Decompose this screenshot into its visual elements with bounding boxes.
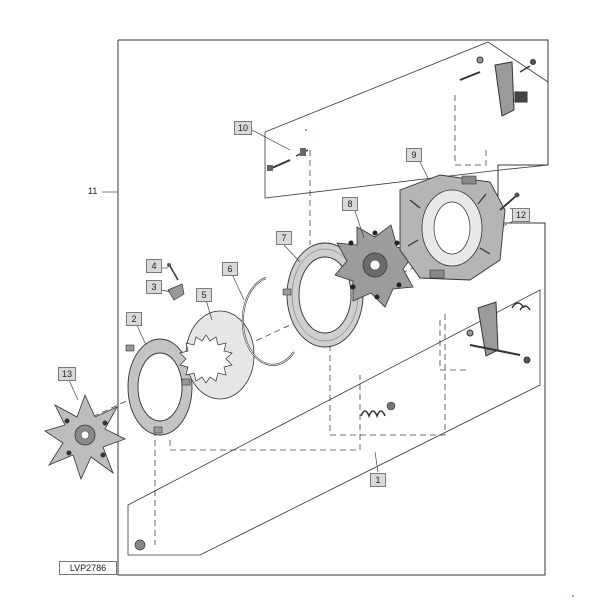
callout-3: 3 <box>146 280 162 294</box>
callout-2: 2 <box>126 312 142 326</box>
lever-bracket-3 <box>167 283 185 301</box>
clutch-housing-9 <box>399 174 506 281</box>
callout-7: 7 <box>276 231 292 245</box>
release-spring <box>360 401 396 419</box>
screw-4 <box>167 263 179 281</box>
figure-reference-code: LVP2786 <box>59 561 117 575</box>
callout-10: 10 <box>234 121 253 135</box>
hub-plate-13 <box>44 393 127 481</box>
callout-5: 5 <box>196 288 212 302</box>
callout-9: 9 <box>406 148 422 162</box>
red-mark-bottom <box>572 595 574 597</box>
callout-8: 8 <box>342 197 358 211</box>
callout-13: 13 <box>58 367 77 381</box>
splined-disc-5 <box>179 310 255 400</box>
snap-ring-6 <box>241 277 295 366</box>
callout-12: 12 <box>512 208 531 222</box>
bolt-12 <box>499 192 520 211</box>
callout-1: 1 <box>370 473 386 487</box>
callout-11: 11 <box>88 186 98 196</box>
lower-lever-hardware <box>466 301 531 364</box>
callout-4: 4 <box>146 259 162 273</box>
clutch-disc-8 <box>334 224 416 308</box>
bolts-10 <box>267 148 309 171</box>
callout-6: 6 <box>222 262 238 276</box>
hardware-panel-top <box>264 41 549 199</box>
flywheel-ring-2 <box>125 338 193 436</box>
hardware-panel-bottom <box>127 289 541 556</box>
upper-lever-hardware <box>459 56 536 117</box>
red-mark-top <box>305 129 307 131</box>
bottom-nut <box>134 539 146 551</box>
